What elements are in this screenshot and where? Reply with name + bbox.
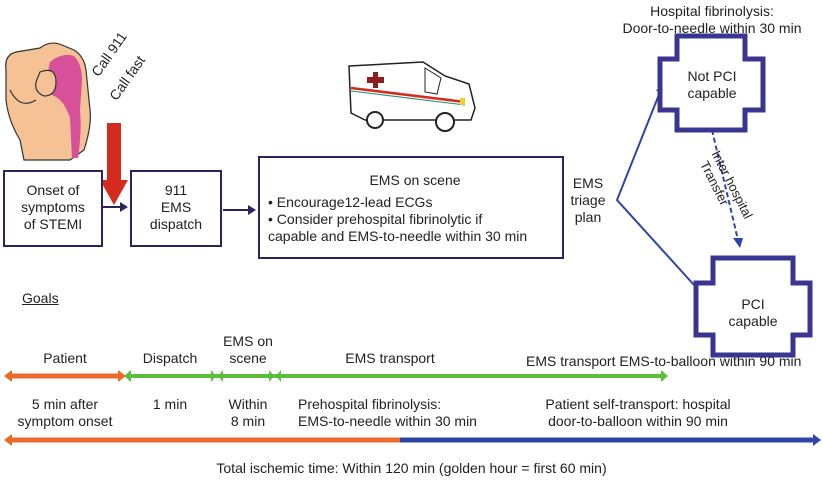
timeline-ems — [124, 370, 668, 382]
onset-line: of STEMI — [23, 216, 83, 232]
dispatch-line: dispatch — [149, 216, 203, 232]
not-pci-label: Not PCI capable — [687, 68, 737, 101]
dispatch-line: 911 — [164, 182, 188, 198]
call-arrow-icon — [100, 123, 128, 205]
triage-plan-label: EMS triage plan — [570, 175, 606, 225]
goals-heading: Goals — [22, 290, 59, 306]
dispatch-box: 911 EMS dispatch — [130, 170, 222, 247]
segment-transport-sub: Prehospital fibrinolysis:EMS-to-needle w… — [298, 396, 477, 429]
onset-box: Onset of symptoms of STEMI — [3, 170, 103, 247]
segment-dispatch-sub: 1 min — [152, 396, 188, 412]
patient-chest-pain-icon — [5, 42, 91, 161]
onset-line: symptoms — [21, 199, 85, 215]
segment-patient-label: Patient — [43, 350, 87, 366]
dispatch-line: EMS — [160, 199, 192, 215]
segment-dispatch-label: Dispatch — [142, 350, 198, 366]
timeline-patient — [4, 370, 126, 382]
pci-label: PCI capable — [728, 296, 778, 329]
ems-scene-continuation: capable and EMS-to-needle within 30 min — [268, 228, 528, 244]
not-pci-hospital-icon — [657, 33, 766, 133]
ems-scene-box: EMS on scene • Encourage12-lead ECGs • C… — [258, 156, 564, 259]
flow-arrows — [103, 202, 256, 215]
ambulance-icon — [348, 61, 476, 132]
ems-scene-bullet: • Encourage12-lead ECGs — [268, 194, 433, 210]
ems-scene-title: EMS on scene — [369, 172, 461, 188]
onset-line: Onset of — [26, 182, 80, 198]
ems-balloon-label: EMS transport EMS-to-balloon within 90 m… — [526, 353, 802, 369]
hospital-fibrinolysis-caption: Hospital fibrinolysis: Door-to-needle wi… — [622, 3, 802, 36]
pci-hospital-icon — [693, 255, 813, 358]
ems-scene-bullet: • Consider prehospital fibrinolytic if — [268, 211, 483, 227]
timeline-total — [4, 434, 821, 446]
total-ischemic-time-label: Total ischemic time: Within 120 min (gol… — [216, 460, 607, 476]
segment-transport-label: EMS transport — [345, 350, 435, 366]
